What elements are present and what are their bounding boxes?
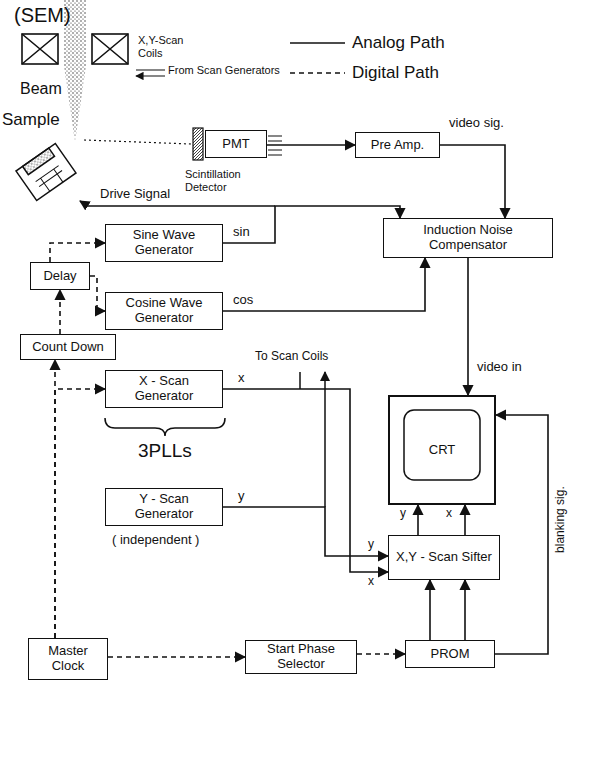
legend-digital-line [290,72,345,74]
process-box: Count Down [20,334,116,360]
coil-wire [136,70,165,76]
legend-analog-line [290,42,345,44]
process-box: Induction Noise Compensator [383,218,553,258]
analog-path [417,505,419,535]
brace [105,418,225,436]
process-box: Master Clock [28,638,108,680]
legend-text: Analog Path [352,33,445,53]
signal-label: video in [476,360,523,374]
detector-box: PMT [205,130,267,158]
part-label: Scintillation Detector [185,168,269,193]
node-text: Cosine Wave Generator [112,296,216,326]
part-label: X,Y-Scan Coils [138,34,196,59]
node-text: Y - Scan Generator [112,492,216,522]
analog-path [440,145,505,218]
note: ( independent ) [112,533,199,548]
signal-label: cos [232,293,254,307]
process-box: Y - Scan Generator [105,488,223,526]
node-text: Pre Amp. [371,138,424,153]
analog-path [495,415,548,654]
node-text: Induction Noise Compensator [390,223,546,253]
node-text: Delay [43,269,76,284]
node-text: PMT [222,137,249,152]
process-box: Delay [30,262,90,290]
signal-label: From Scan Generators [168,64,280,77]
node-text: X - Scan Generator [112,374,216,404]
process-box: X - Scan Generator [105,370,223,408]
process-box: X,Y - Scan Sifter [388,535,500,580]
crt-box: CRT [388,395,496,505]
process-box: Start Phase Selector [245,640,357,674]
digital-path [55,389,105,638]
signal-label: To Scan Coils [255,350,328,364]
analog-path [223,389,388,572]
sample-holder [16,143,76,200]
scan-coil-wire [300,372,325,507]
crt-screen [404,410,480,480]
analog-path [429,580,431,640]
node-text: Count Down [32,340,104,355]
node-text: PROM [431,647,470,662]
signal-electrons [84,140,191,144]
digital-path [108,656,245,658]
analog-path [467,258,469,395]
signal-label: y [368,538,374,552]
signal-label: x [237,371,246,385]
digital-path [59,290,61,334]
group-label: 3PLLs [138,440,192,462]
node-text: Master Clock [35,644,101,674]
signal-label: Drive Signal [100,187,170,202]
part-label: Beam [20,80,62,98]
digital-path [90,276,105,311]
node-text: X,Y - Scan Sifter [396,550,492,565]
node-text: Sine Wave Generator [112,228,216,258]
signal-label: video sig. [448,116,505,130]
signal-label: y [400,507,406,521]
scintillator [193,128,203,160]
analog-path [464,580,466,640]
analog-path [267,144,355,146]
legend-text: Digital Path [352,63,439,83]
process-box: Sine Wave Generator [105,224,223,262]
part-label: Sample [2,110,60,130]
signal-label: sin [232,225,251,239]
signal-label: blanking sig. [554,485,567,554]
process-box: PROM [405,640,495,668]
analog-path [223,206,400,243]
heading: (SEM) [14,4,71,27]
analog-path [223,507,388,556]
signal-label: x [446,507,452,521]
analog-path [223,258,425,311]
process-box: Pre Amp. [355,132,440,158]
drive-signal-wire [80,201,275,206]
node-text: Start Phase Selector [252,642,350,672]
digital-path [50,243,105,262]
digital-path [357,653,405,655]
process-box: Cosine Wave Generator [105,292,223,330]
node-text: CRT [429,443,455,458]
analog-path [464,505,466,535]
signal-label: x [368,575,374,589]
signal-label: y [237,489,246,503]
